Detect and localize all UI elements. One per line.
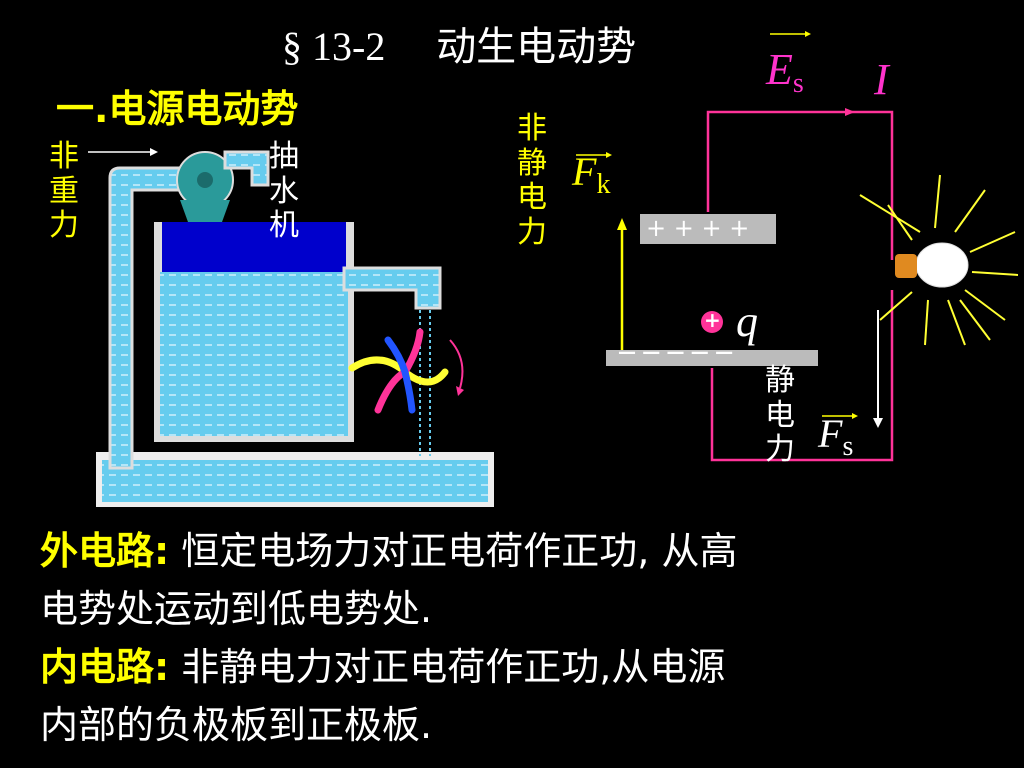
outflow-spout	[342, 266, 442, 310]
page-title: § 13-2 动生电动势	[282, 14, 636, 72]
charge-symbol: q	[736, 297, 758, 346]
wire-top	[706, 110, 894, 260]
basin-water	[102, 460, 488, 502]
internal-circuit-text: 内电路: 非静电力对正电荷作正功,从电源 内部的负极板到正极板.	[40, 645, 726, 747]
negative-plate	[606, 350, 818, 366]
pump-label: 抽 水 机	[269, 139, 299, 243]
rotation-arrow	[449, 339, 464, 389]
vector-overbars	[576, 33, 852, 417]
current-symbol: I	[874, 55, 889, 104]
static-force-label: 静 电 力	[765, 363, 795, 467]
title-text: 动生电动势	[436, 24, 637, 70]
tank-top-water	[162, 222, 346, 272]
circuit-diagram	[576, 31, 1019, 462]
current-arrow	[845, 108, 855, 116]
section-heading: 一.电源电动势	[56, 87, 299, 131]
pump-base	[180, 200, 230, 222]
pump-outlet-pipe	[223, 150, 270, 187]
negative-plate-signs: — — — — —	[618, 342, 734, 363]
light-bulb-icon	[859, 174, 1019, 346]
fk-symbol: Fk	[572, 149, 611, 200]
external-circuit-text: 外电路: 恒定电场力对正电荷作正功, 从高 电势处运动到低电势处.	[40, 529, 738, 631]
positive-plate-signs: + + + +	[646, 214, 750, 242]
non-static-force-label: 非 静 电 力	[517, 111, 547, 250]
water-pump-diagram	[88, 148, 494, 507]
wire-bottom	[710, 290, 894, 462]
section-number: § 13-2	[282, 24, 386, 69]
non-gravity-label: 非 重 力	[49, 139, 79, 243]
es-symbol: Es	[766, 45, 804, 99]
tank-water	[160, 272, 348, 436]
rising-pipe	[108, 166, 202, 470]
water-wheel	[348, 328, 449, 414]
external-circuit-label: 外电路:	[40, 529, 170, 573]
positive-plate	[640, 214, 776, 244]
charge-plus-sign: +	[704, 308, 721, 332]
charge-dot	[701, 311, 723, 333]
internal-circuit-label: 内电路:	[40, 645, 170, 689]
fs-symbol: Fs	[818, 411, 854, 462]
